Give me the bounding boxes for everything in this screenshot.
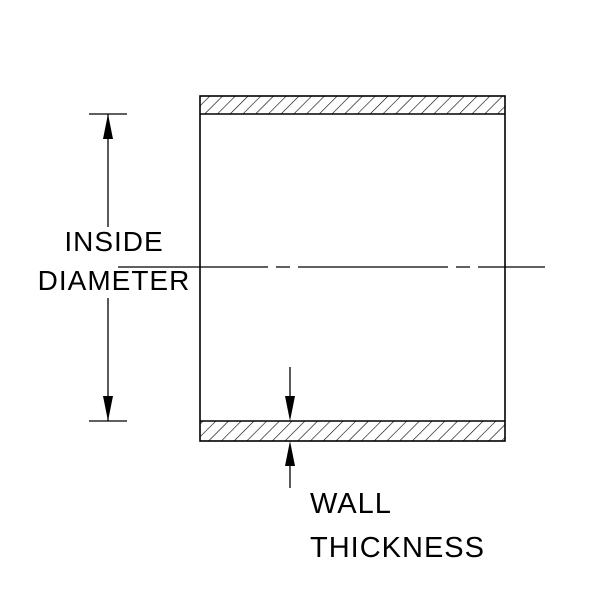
top-wall-hatch	[200, 96, 505, 114]
arrow-down-icon	[285, 396, 295, 421]
inside-diameter-dimension: INSIDE DIAMETER	[38, 113, 191, 422]
arrow-up-icon	[103, 114, 113, 139]
tube-outline	[199, 95, 506, 442]
tube-outer-rectangle	[199, 95, 506, 442]
wall-thickness-label-line2: THICKNESS	[310, 532, 485, 564]
tube-walls	[200, 96, 505, 441]
arrow-down-icon	[103, 396, 113, 421]
inside-diameter-label-line2: DIAMETER	[38, 265, 191, 296]
arrow-up-icon	[285, 441, 295, 466]
wall-thickness-dimension: WALL THICKNESS	[285, 367, 485, 564]
bottom-wall-hatch	[200, 421, 505, 441]
wall-thickness-label-line1: WALL	[310, 488, 392, 520]
inside-diameter-label-line1: INSIDE	[64, 226, 163, 257]
